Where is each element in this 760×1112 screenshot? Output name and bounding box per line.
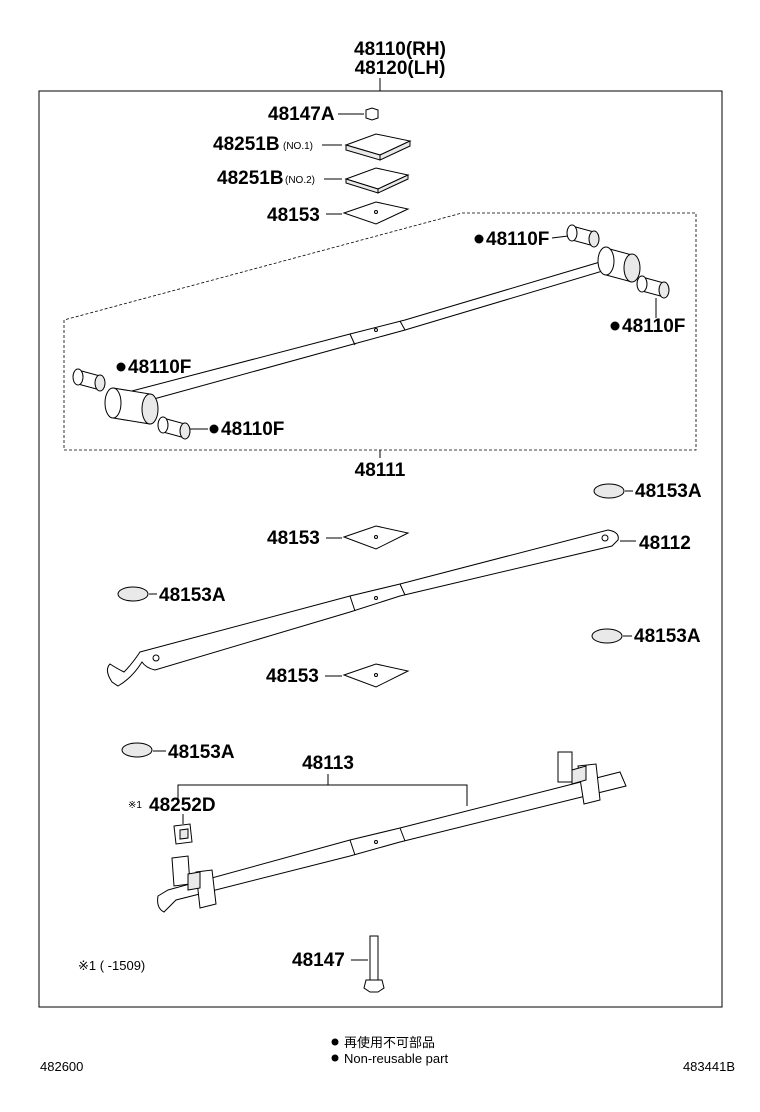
legend-dot-en: [331, 1054, 339, 1062]
bushing-48110F-a[interactable]: [566, 224, 600, 248]
bolt-48147-shape[interactable]: [363, 935, 385, 993]
leaf-48112-pad-edge-a: [349, 595, 356, 612]
leaf-48111-rear-eye-face: [623, 253, 641, 283]
label-48252D[interactable]: 48252D: [149, 795, 216, 816]
bushing-48110F-b[interactable]: [636, 275, 670, 299]
label-48111[interactable]: 48111: [355, 460, 406, 481]
non-reusable-dot-c: [116, 362, 126, 372]
label-48251B-no2[interactable]: 48251B: [217, 168, 284, 189]
label-48110F-a[interactable]: 48110F: [486, 229, 549, 250]
leaf-48111-rear-eye-end: [597, 246, 615, 276]
leaf-48113-pad-edge-a: [349, 839, 356, 856]
legend-dot-jp: [331, 1038, 339, 1046]
legend-jp: 再使用不可部品: [344, 1035, 435, 1050]
leaf-48111-center-hole: [374, 328, 378, 332]
label-48147A[interactable]: 48147A: [268, 104, 335, 125]
bushing-48110F-d[interactable]: [157, 416, 191, 440]
label-48153A-a[interactable]: 48153A: [635, 481, 702, 502]
label-48153A-b[interactable]: 48153A: [159, 585, 226, 606]
label-48112[interactable]: 48112: [639, 533, 691, 554]
leaf-48111-pad-edge-a: [349, 333, 356, 346]
leaf-48111-front-eye-end: [104, 387, 122, 419]
cap-48153A-d[interactable]: [121, 742, 153, 758]
nut-48147A-shape[interactable]: [365, 107, 379, 121]
label-48147[interactable]: 48147: [292, 950, 345, 971]
label-48153A-d[interactable]: 48153A: [168, 742, 235, 763]
leaf-48113-clip-front: [171, 855, 217, 909]
cap-48153A-b[interactable]: [117, 586, 149, 602]
range-note: ※1 ( -1509): [78, 958, 145, 973]
label-48251B-no1[interactable]: 48251B: [213, 134, 280, 155]
label-48153-mid[interactable]: 48153: [267, 528, 320, 549]
leader-48110F-a: [551, 235, 569, 239]
label-48153-top[interactable]: 48153: [267, 205, 320, 226]
leaf-48111-pad-edge-b: [399, 320, 406, 331]
label-48113[interactable]: 48113: [302, 753, 354, 774]
leaf-48113-pad-edge-b: [399, 827, 406, 842]
label-48251B-no1-note: (NO.1): [283, 141, 313, 152]
bracket-48113: [177, 784, 468, 806]
leaf-48112-center-hole: [374, 596, 378, 600]
footer-right-code: 483441B: [683, 1059, 735, 1074]
non-reusable-dot-d: [209, 424, 219, 434]
label-48110F-d[interactable]: 48110F: [221, 419, 284, 440]
assembly-frame: [38, 90, 723, 1008]
non-reusable-dot-b: [610, 321, 620, 331]
label-48110F-c[interactable]: 48110F: [128, 357, 191, 378]
label-48251B-no2-note: (NO.2): [285, 175, 315, 186]
footer-left-code: 482600: [40, 1059, 83, 1074]
cap-48153A-c[interactable]: [591, 628, 623, 644]
label-48110F-b[interactable]: 48110F: [622, 316, 685, 337]
leaf-48112-shape[interactable]: [106, 529, 619, 687]
label-48153A-c[interactable]: 48153A: [634, 626, 701, 647]
leaf-48113-center-hole: [374, 840, 378, 844]
leaf-48112-front-hole: [152, 654, 160, 662]
non-reusable-dot-a: [474, 234, 484, 244]
plate-48153-low-hole: [374, 673, 378, 677]
plate-48153-mid-hole: [374, 535, 378, 539]
leaf-48113-shape[interactable]: [157, 771, 627, 913]
legend-en: Non-reusable part: [344, 1051, 448, 1066]
leaf-48113-clip-rear: [557, 751, 601, 805]
label-48252D-mark: ※1: [128, 800, 142, 811]
subassembly-48111-box: [63, 212, 697, 451]
clip-48252D-shape[interactable]: [173, 823, 193, 845]
spacer-48251B-no2-front: [377, 174, 409, 194]
plate-48153-top-hole: [374, 210, 378, 214]
leaf-48111-shape[interactable]: [127, 261, 607, 406]
label-48153-low[interactable]: 48153: [266, 666, 319, 687]
assembly-label-lh: 48120(LH): [355, 58, 446, 79]
leaf-48111-front-eye-face: [141, 393, 159, 425]
cap-48153A-a[interactable]: [593, 483, 625, 499]
spacer-48251B-no1-front: [379, 140, 411, 161]
leaf-48112-end-hole: [601, 534, 609, 542]
assembly-label-rh: 48110(RH): [354, 39, 446, 60]
bushing-48110F-c[interactable]: [72, 368, 106, 392]
leaf-48112-pad-edge-b: [399, 583, 406, 596]
